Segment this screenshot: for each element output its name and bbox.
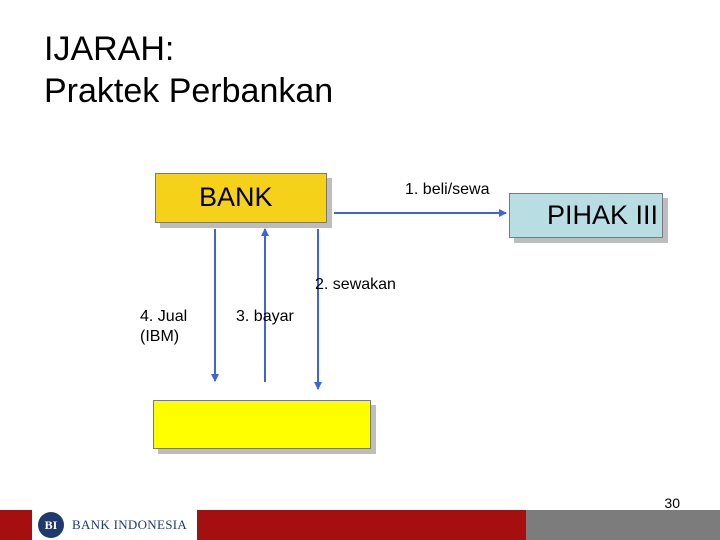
bi-emblem-icon: BI <box>38 512 64 538</box>
bank-box: BANK <box>155 173 327 223</box>
title-line-2: Praktek Perbankan <box>44 72 334 110</box>
title-line-1: IJARAH: <box>44 30 175 68</box>
label-sewakan: 2. sewakan <box>315 276 396 293</box>
bank-indonesia-logo: BI BANK INDONESIA <box>32 510 197 540</box>
nasabah-box <box>153 400 371 449</box>
bank-label: BANK <box>199 182 273 212</box>
label-bayar: 3. bayar <box>236 308 294 325</box>
page-title: IJARAH: Praktek Perbankan <box>44 28 333 112</box>
label-jual: 4. Jual (IBM) <box>140 308 188 345</box>
logo-text: BANK INDONESIA <box>72 517 188 532</box>
page-number: 30 <box>664 495 680 511</box>
pihak-iii-box: PIHAK III <box>509 193 663 238</box>
nasabah-label <box>154 401 370 448</box>
footer-gray-block <box>526 510 720 540</box>
pihak-iii-label: PIHAK III <box>546 200 658 230</box>
label-beli-sewa: 1. beli/sewa <box>405 181 490 198</box>
